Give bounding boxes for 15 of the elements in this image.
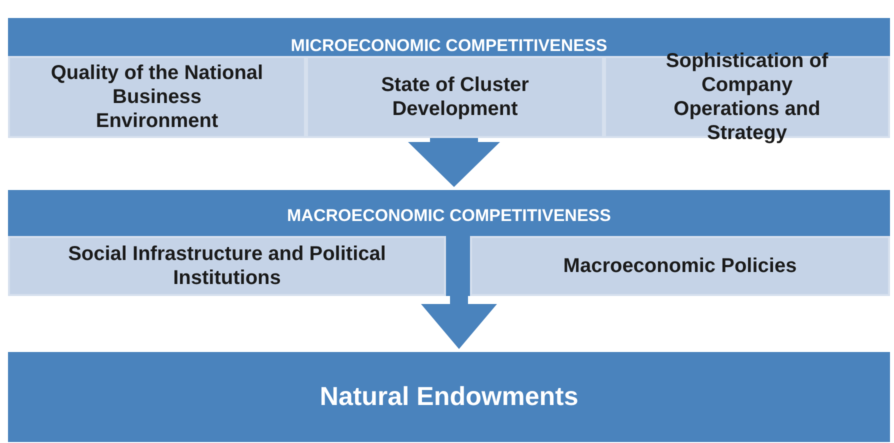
category-label: Macroeconomic Policies bbox=[562, 254, 798, 278]
category-label: Social Infrastructure and Political Institutions bbox=[67, 242, 387, 290]
section-band bbox=[8, 190, 890, 296]
category-box bbox=[8, 236, 446, 296]
section-heading: MACROECONOMIC COMPETITIVENESS bbox=[286, 206, 612, 226]
category-label: State of Cluster Development bbox=[380, 73, 530, 121]
section-band bbox=[8, 352, 890, 442]
section-heading: MICROECONOMIC COMPETITIVENESS bbox=[290, 36, 608, 56]
block-arrow bbox=[408, 138, 500, 187]
category-label: Quality of the National Business Environment bbox=[50, 61, 264, 133]
category-box bbox=[306, 56, 604, 138]
section-heading: Natural Endowments bbox=[318, 381, 580, 412]
category-box bbox=[470, 236, 890, 296]
category-box bbox=[8, 56, 306, 138]
category-label: Sophistication of Company Operations and Strategy bbox=[664, 49, 830, 145]
